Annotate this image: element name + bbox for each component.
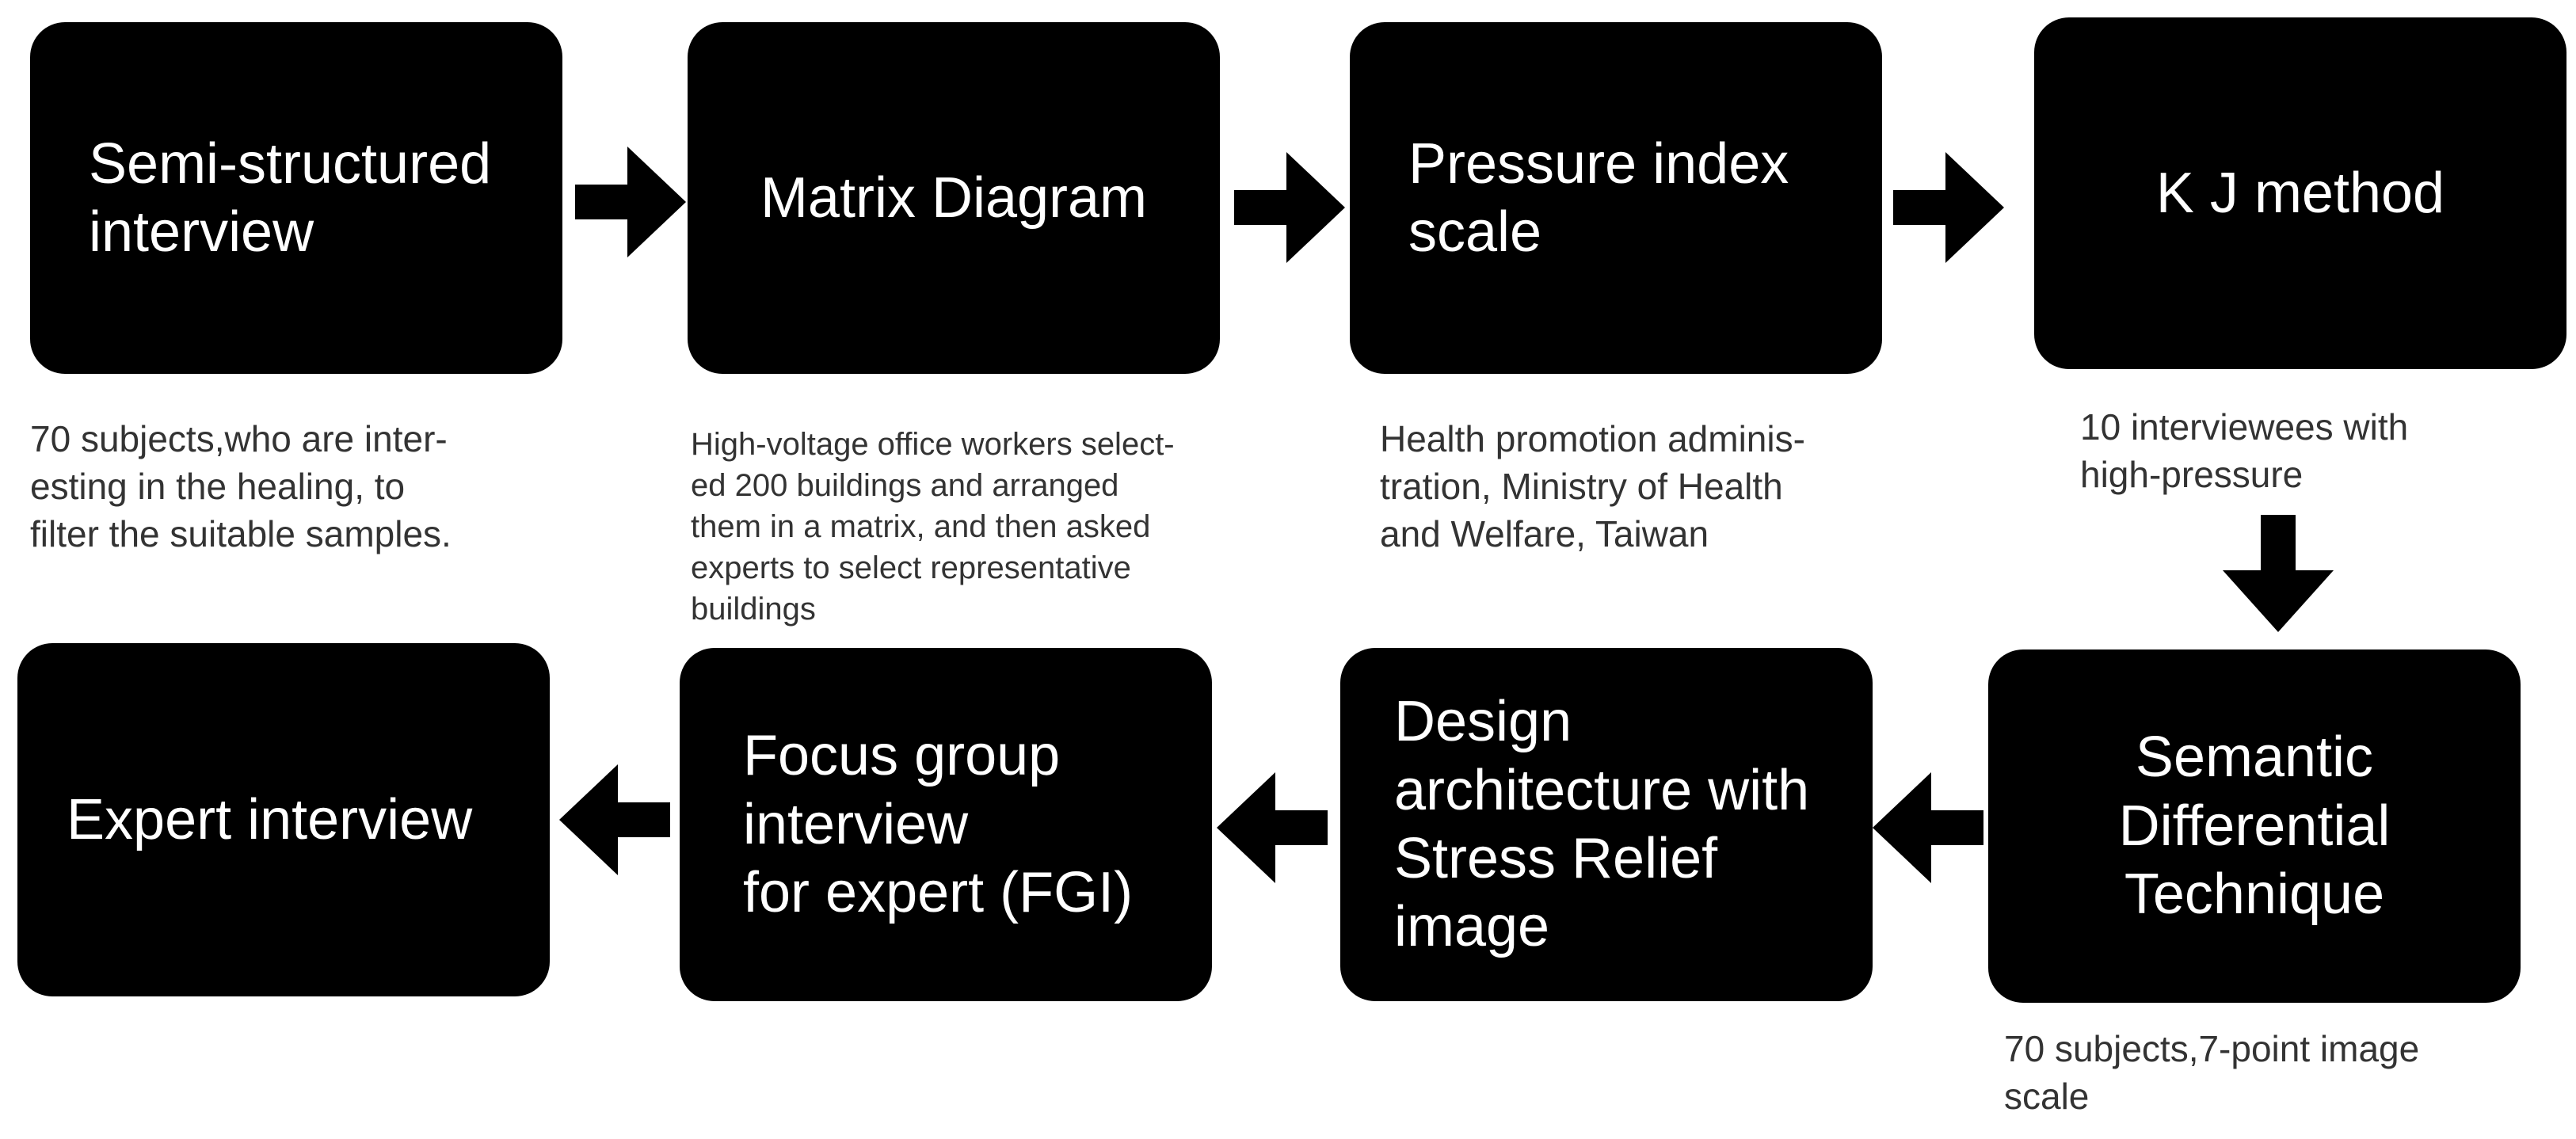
arrow-right-icon — [1893, 152, 2004, 263]
step-pressure-index-scale: Pressure index scale — [1350, 22, 1882, 374]
step-label: K J method — [2155, 161, 2445, 225]
arrow-down-icon — [2223, 515, 2334, 632]
step-label: Semi-structured interview — [89, 131, 492, 264]
step-design-architecture: Design architecture with Stress Relief i… — [1340, 648, 1873, 1001]
step-kj-method: K J method — [2034, 17, 2566, 369]
note-semi-structured-interview: 70 subjects,who are inter- esting in the… — [30, 418, 452, 554]
note-matrix-diagram: High-voltage office workers select- ed 2… — [691, 427, 1175, 627]
arrow-left-icon — [1873, 772, 1983, 883]
step-focus-group-interview: Focus group interview for expert (FGI) — [680, 648, 1212, 1001]
arrow-right-icon — [575, 147, 686, 257]
step-semi-structured-interview: Semi-structured interview — [30, 22, 562, 374]
step-semantic-differential-technique: Semantic Differential Technique — [1988, 649, 2521, 1003]
arrow-left-icon — [559, 764, 670, 875]
note-semantic-differential-technique: 70 subjects,7-point image scale — [2004, 1028, 2420, 1117]
note-pressure-index-scale: Health promotion adminis- tration, Minis… — [1380, 418, 1805, 554]
step-label: Pressure index scale — [1408, 131, 1789, 264]
step-label: Expert interview — [67, 787, 473, 851]
step-label: Semantic Differential Technique — [2118, 726, 2391, 927]
step-label: Matrix Diagram — [760, 166, 1148, 230]
note-kj-method: 10 interviewees with high-pressure — [2080, 406, 2409, 495]
arrow-left-icon — [1217, 772, 1328, 883]
step-matrix-diagram: Matrix Diagram — [688, 22, 1220, 374]
step-label: Design architecture with Stress Relief i… — [1394, 690, 1810, 959]
step-expert-interview: Expert interview — [17, 643, 550, 996]
arrow-right-icon — [1234, 152, 1345, 263]
step-label: Focus group interview for expert (FGI) — [743, 724, 1134, 925]
